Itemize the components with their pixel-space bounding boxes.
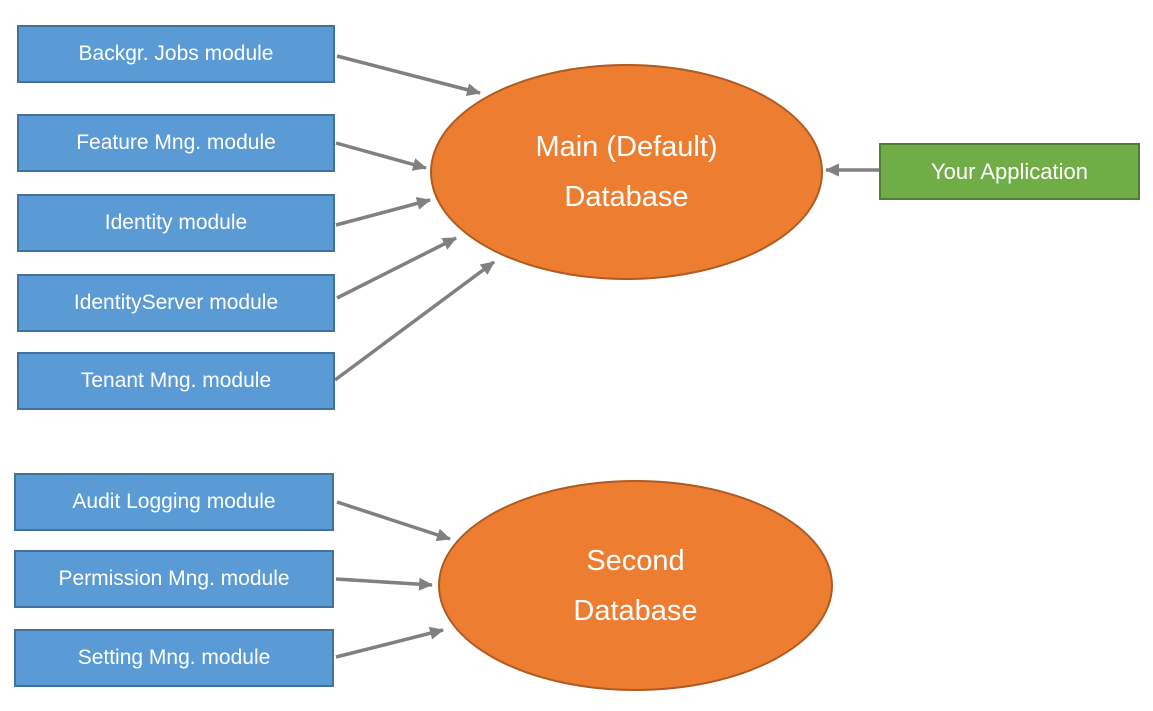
database-ellipse-main: Main (Default) Database [430, 64, 823, 280]
arrow-feature-mng-to-main-db [335, 141, 427, 171]
module-box-feature-mng: Feature Mng. module [17, 114, 335, 172]
module-box-identityserver: IdentityServer module [17, 274, 335, 332]
module-label: Audit Logging module [72, 490, 276, 513]
module-label: Setting Mng. module [77, 646, 271, 669]
module-label: Permission Mng. module [58, 567, 290, 590]
module-box-tenant-mng: Tenant Mng. module [17, 352, 335, 410]
arrow-permission-mng-to-second-db [335, 577, 433, 591]
module-box-setting-mng: Setting Mng. module [14, 629, 334, 687]
module-label: Identity module [104, 211, 248, 234]
arrow-tenant-mng-to-main-db [333, 260, 496, 382]
module-box-backgr-jobs: Backgr. Jobs module [17, 25, 335, 83]
module-label: Feature Mng. module [76, 131, 276, 154]
module-box-permission-mng: Permission Mng. module [14, 550, 334, 608]
module-label: Backgr. Jobs module [78, 42, 274, 65]
arrow-backgr-jobs-to-main-db [336, 54, 481, 97]
arrow-setting-mng-to-second-db [335, 626, 444, 659]
database-label-line: Main (Default) [535, 131, 718, 163]
application-label: Your Application [931, 158, 1088, 184]
database-label-line: Database [564, 181, 689, 213]
database-label-line: Database [573, 594, 698, 627]
arrow-audit-logging-to-second-db [336, 500, 451, 542]
arrow-identityserver-to-main-db [336, 236, 457, 300]
database-ellipse-second: Second Database [438, 480, 833, 691]
module-label: IdentityServer module [73, 291, 279, 314]
module-box-identity: Identity module [17, 194, 335, 252]
database-label-line: Second [586, 544, 685, 577]
your-application-box: Your Application [879, 143, 1140, 200]
arrow-identity-to-main-db [335, 197, 431, 227]
module-label: Tenant Mng. module [80, 369, 272, 392]
module-box-audit-logging: Audit Logging module [14, 473, 334, 531]
